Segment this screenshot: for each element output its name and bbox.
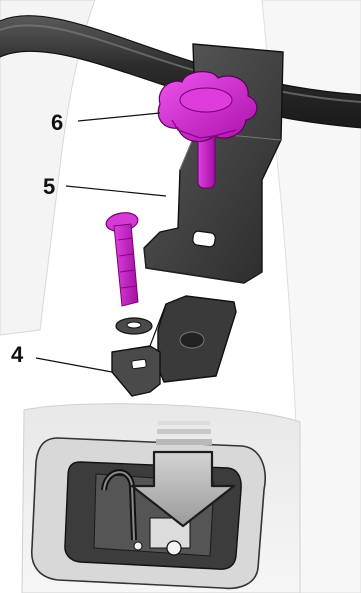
washer <box>116 318 152 334</box>
callout-6-label: 6 <box>51 112 63 134</box>
callout-4-label: 4 <box>11 344 23 366</box>
bolt <box>105 210 140 306</box>
callout-5-label: 5 <box>43 176 55 198</box>
latch-plate <box>112 296 236 396</box>
